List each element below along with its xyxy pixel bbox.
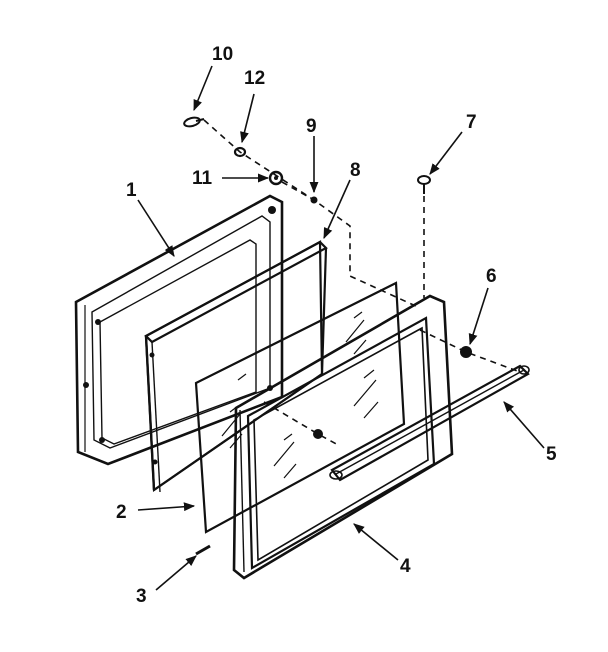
callout-labels: 10 12 9 7 11 8 1 6 5 2 4 3 — [116, 44, 557, 607]
callout-2: 2 — [116, 502, 127, 523]
callout-5: 5 — [546, 444, 557, 465]
leader-lines — [137, 65, 545, 591]
door-handle — [329, 364, 530, 482]
callout-12: 12 — [244, 68, 265, 89]
callout-6: 6 — [486, 266, 497, 287]
nut-part-11 — [268, 170, 284, 186]
callout-4: 4 — [400, 556, 411, 577]
pin-part-3 — [195, 544, 211, 556]
assembly-lines — [203, 119, 521, 447]
callout-11: 11 — [192, 168, 213, 189]
door-insulation-panel — [144, 240, 328, 493]
outer-door-frame — [232, 294, 454, 580]
callout-1: 1 — [126, 180, 137, 201]
callout-3: 3 — [136, 586, 147, 607]
screw-part-7 — [417, 175, 431, 194]
spacer-part-6 — [460, 346, 472, 358]
callout-8: 8 — [350, 160, 361, 181]
callout-9: 9 — [306, 116, 317, 137]
screw-part-10 — [183, 116, 205, 128]
callout-10: 10 — [212, 44, 233, 65]
callout-7: 7 — [466, 112, 477, 133]
